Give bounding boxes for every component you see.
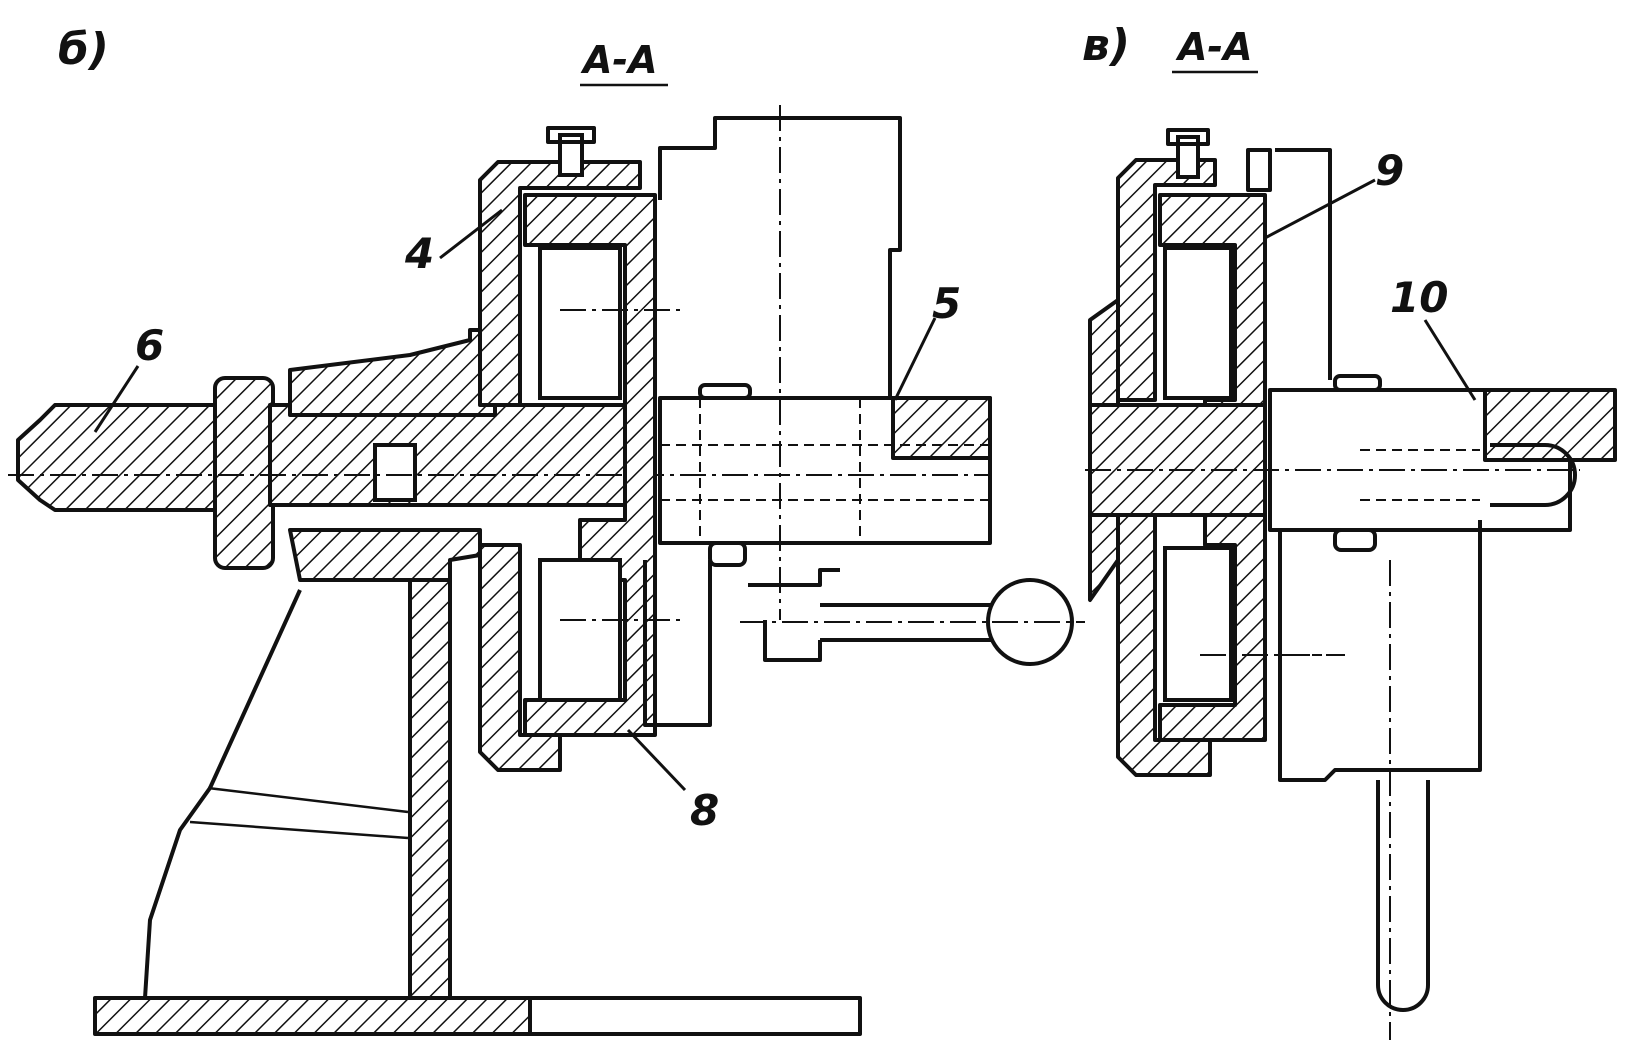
callout-9: 9 — [1264, 146, 1404, 240]
lever-handle — [740, 568, 1085, 666]
callout-10: 10 — [1390, 273, 1477, 401]
view-v: в) А-А — [1082, 20, 1617, 1040]
callout-9-label: 9 — [1375, 146, 1404, 195]
clamp-block-5 — [643, 105, 992, 727]
section-label-b: А-А — [580, 38, 658, 82]
shaft-6 — [8, 376, 990, 570]
callout-5-label: 5 — [932, 279, 961, 328]
bracket-body-10 — [1200, 148, 1617, 1040]
base-plate — [93, 996, 862, 1036]
view-label-v: в) — [1082, 20, 1130, 71]
callout-4-label: 4 — [404, 229, 434, 278]
section-label-v: А-А — [1175, 25, 1253, 69]
callout-4: 4 — [404, 208, 503, 278]
view-b: б) А-А — [8, 24, 1085, 1036]
rotor-disc-8 — [523, 193, 680, 737]
housing-4 — [478, 126, 642, 772]
callout-5: 5 — [893, 279, 961, 401]
callout-6-label: 6 — [135, 321, 164, 370]
callout-6: 6 — [93, 321, 164, 433]
housing-v — [1088, 128, 1217, 777]
callout-8: 8 — [626, 728, 719, 835]
callout-10-label: 10 — [1390, 273, 1448, 322]
callout-8-label: 8 — [690, 786, 719, 835]
conical-stand — [143, 578, 452, 1000]
view-label-b: б) — [58, 24, 109, 75]
shaft-v — [1085, 403, 1580, 517]
